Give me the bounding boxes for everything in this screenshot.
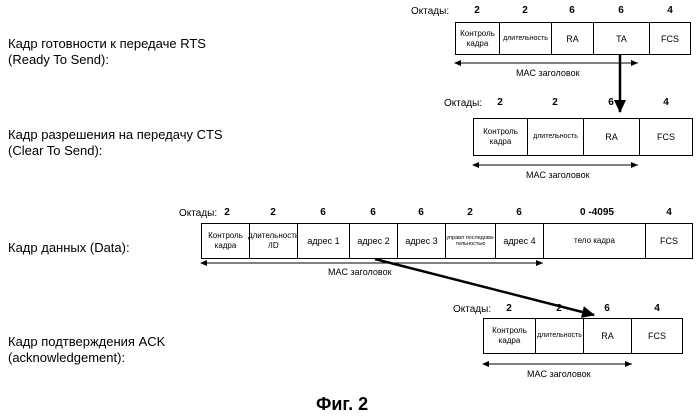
data-addr2-to-ack-ra-arrow bbox=[375, 259, 594, 315]
